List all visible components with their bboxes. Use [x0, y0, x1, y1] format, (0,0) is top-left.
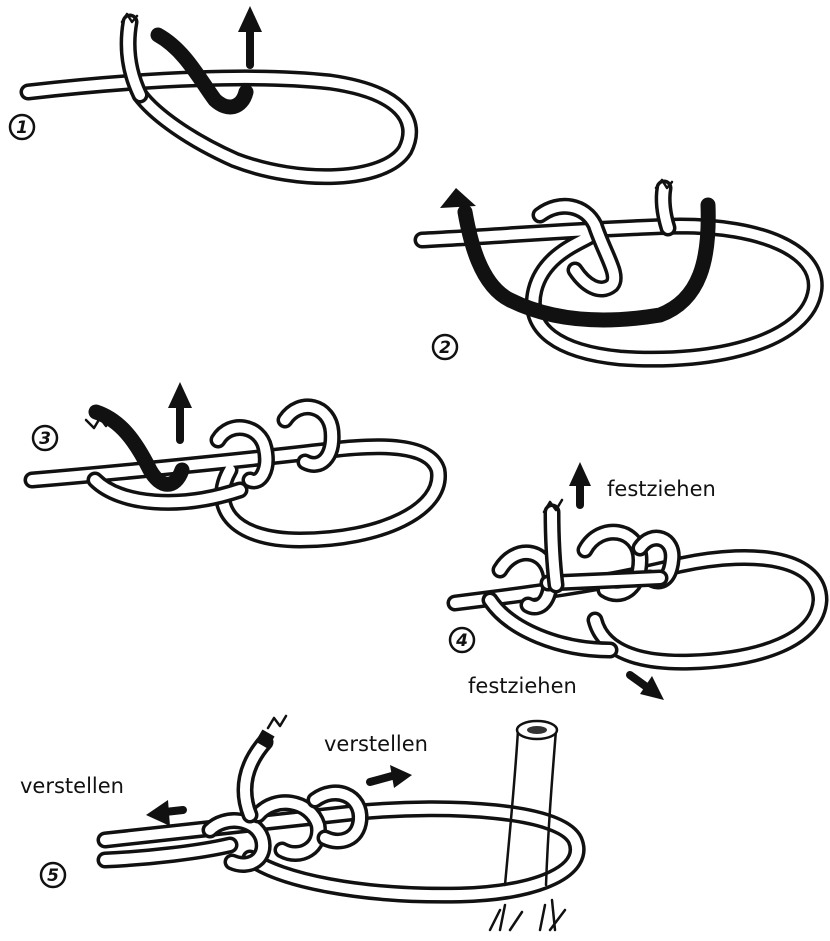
step-3: 3 — [32, 382, 439, 540]
tighten-label-bottom: festziehen — [468, 674, 577, 698]
step-number: 4 — [455, 631, 468, 651]
step-4: festziehen festziehen 4 — [450, 462, 820, 700]
step-number: 5 — [47, 866, 59, 886]
adjust-label-left: verstellen — [20, 774, 124, 798]
step-number: 1 — [16, 118, 28, 138]
step-1: 1 — [10, 6, 410, 177]
step-5: verstellen verstellen 5 — [20, 716, 577, 930]
tighten-label-top: festziehen — [607, 477, 716, 501]
step-number: 2 — [439, 338, 451, 358]
step-number: 3 — [39, 429, 51, 449]
step-2: 2 — [422, 180, 815, 359]
adjust-label-right: verstellen — [324, 732, 428, 756]
